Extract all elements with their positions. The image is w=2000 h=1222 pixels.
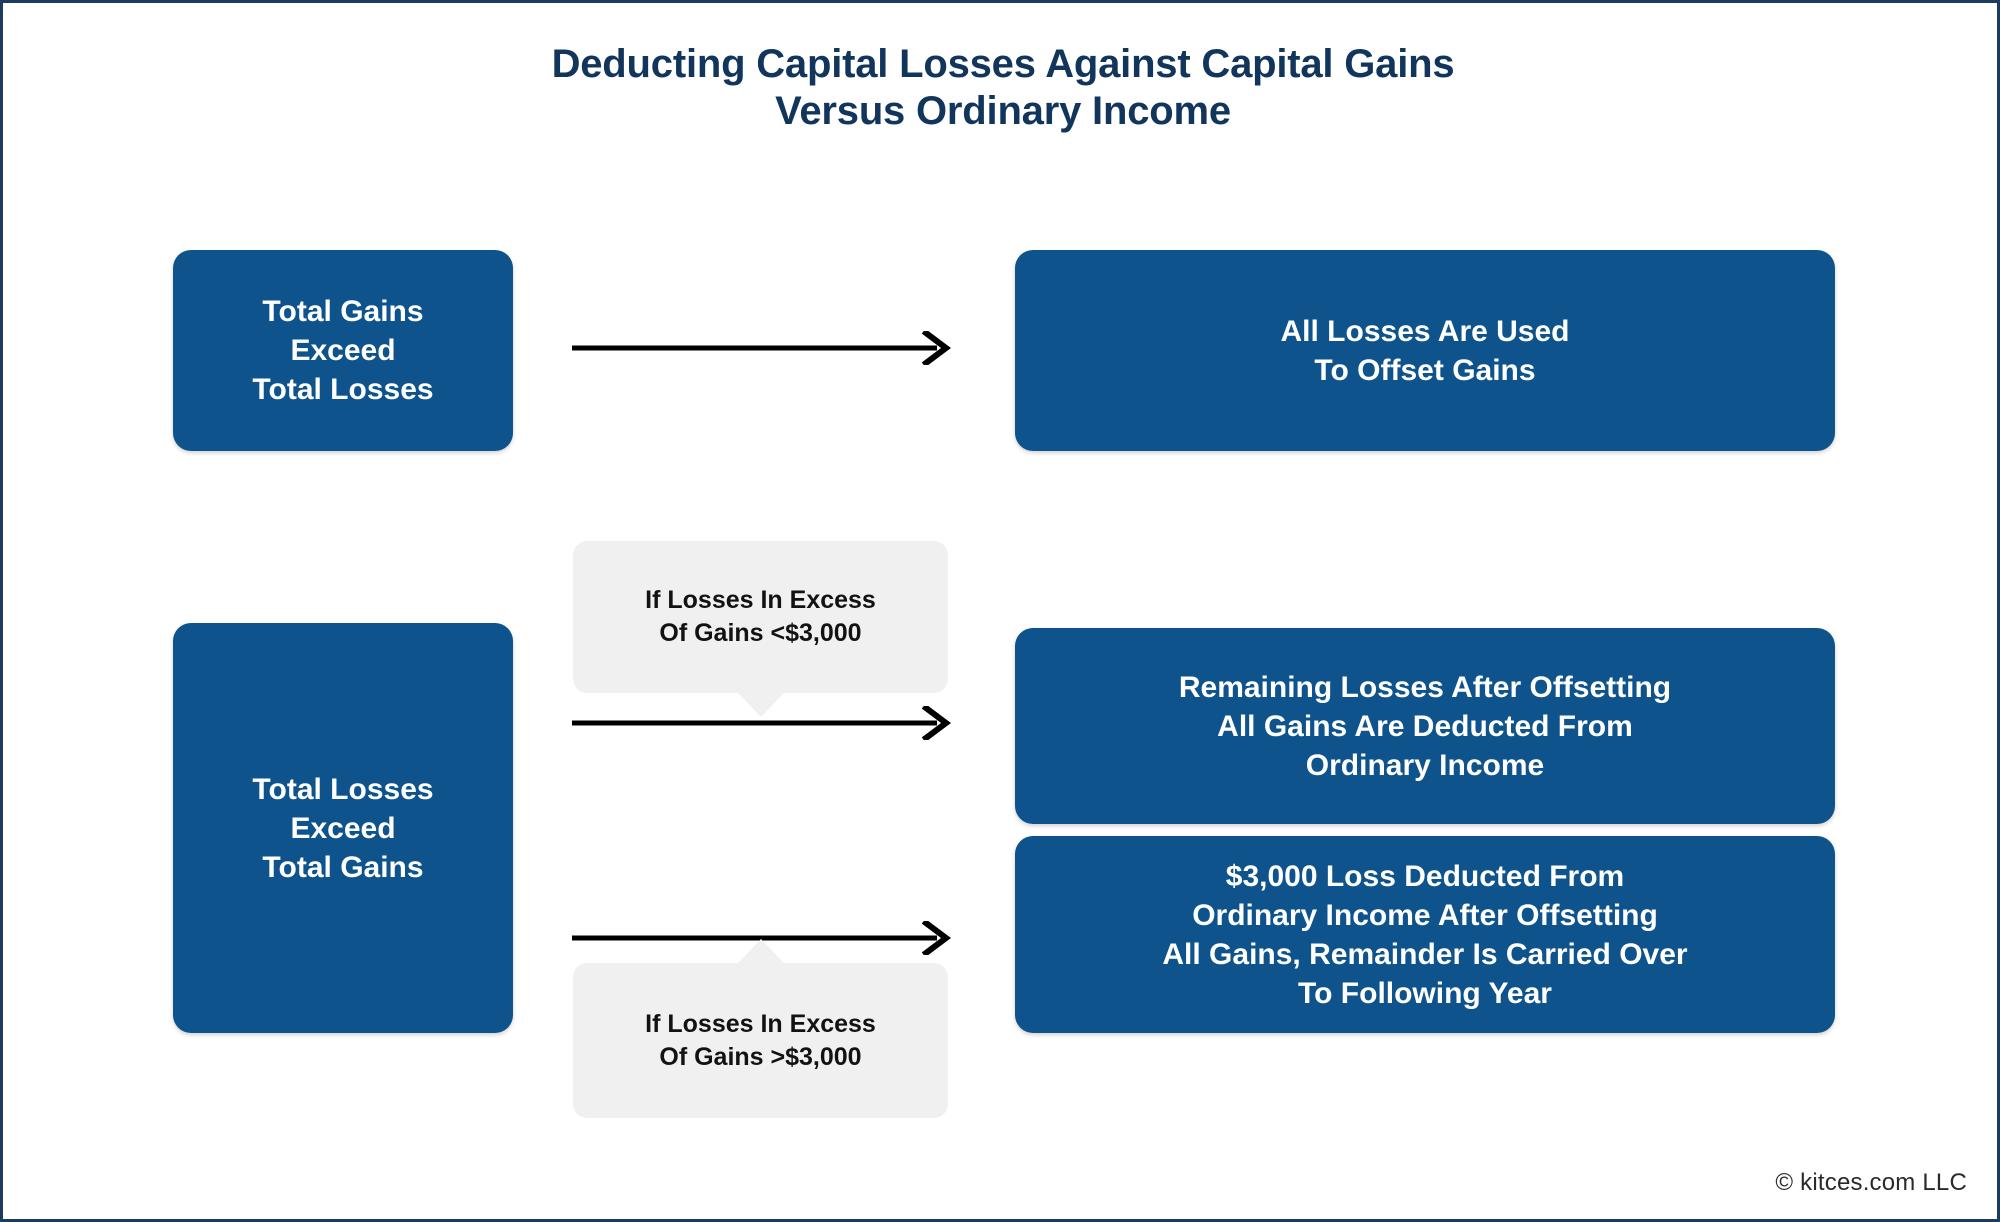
- page-title: Deducting Capital Losses Against Capital…: [3, 41, 1997, 135]
- box-total-gains-exceed-total-losses-label: Total Gains Exceed Total Losses: [252, 295, 434, 406]
- box-total-losses-exceed-total-gains-label: Total Losses Exceed Total Gains: [252, 772, 434, 884]
- callout-if-losses-in-excess-of-gains-greater-than-3000: If Losses In Excess Of Gains >$3,000: [573, 939, 948, 1118]
- box-3000-loss-label: $3,000 Loss Deducted From Ordinary Incom…: [1162, 859, 1688, 1010]
- box-total-gains-exceed-total-losses: Total Gains Exceed Total Losses: [173, 250, 513, 451]
- callout-greater-than-3000-label: If Losses In Excess Of Gains >$3,000: [645, 1009, 876, 1071]
- box-3000-loss-deducted-carried-over: $3,000 Loss Deducted From Ordinary Incom…: [1015, 836, 1835, 1033]
- callout-less-than-3000-label: If Losses In Excess Of Gains <$3,000: [645, 586, 876, 647]
- arrow-right-icon-bottom: [571, 921, 953, 955]
- box-total-losses-exceed-total-gains: Total Losses Exceed Total Gains: [173, 623, 513, 1033]
- box-all-losses-are-used-to-offset-gains: All Losses Are Used To Offset Gains: [1015, 250, 1835, 451]
- page-title-line-1: Deducting Capital Losses Against Capital…: [551, 42, 1455, 86]
- arrow-right-icon-middle: [571, 706, 953, 740]
- box-all-losses-are-used-to-offset-gains-label: All Losses Are Used To Offset Gains: [1280, 314, 1570, 387]
- page-title-line-2: Versus Ordinary Income: [775, 89, 1231, 134]
- callout-if-losses-in-excess-of-gains-less-than-3000: If Losses In Excess Of Gains <$3,000: [573, 541, 948, 717]
- callout-tail-down-icon: [737, 693, 784, 717]
- copyright-credit: © kitces.com LLC: [1775, 1169, 1967, 1196]
- callout-tail-up-icon: [737, 939, 784, 963]
- box-remaining-losses-label: Remaining Losses After Offsetting All Ga…: [1178, 670, 1672, 782]
- box-remaining-losses-deducted-from-ordinary-income: Remaining Losses After Offsetting All Ga…: [1015, 628, 1835, 824]
- arrow-right-icon-top: [571, 331, 953, 365]
